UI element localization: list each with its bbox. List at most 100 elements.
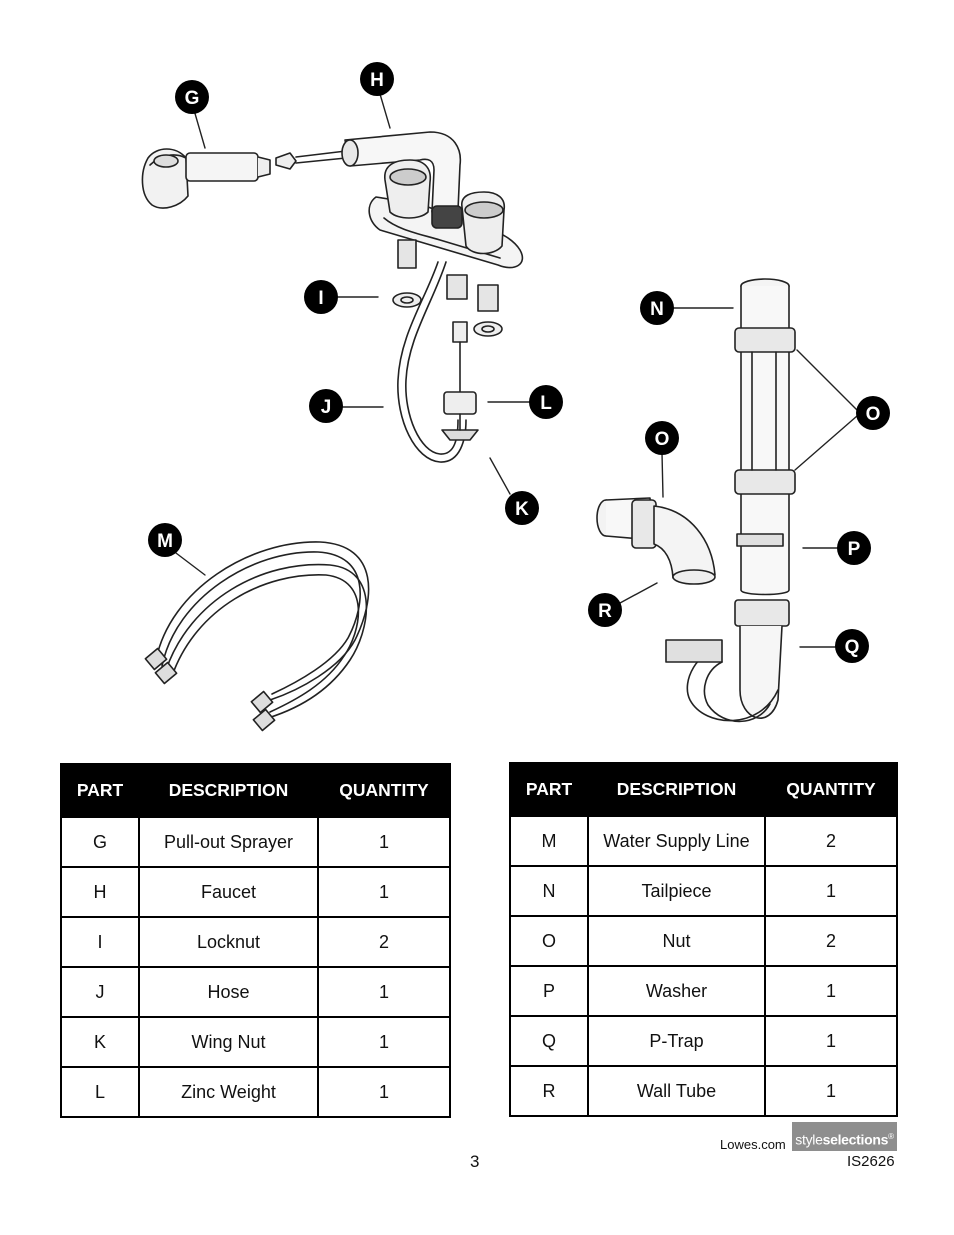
cell-part: N	[509, 865, 589, 917]
brand-logo: styleselections®	[792, 1122, 897, 1151]
callout-l: L	[529, 385, 563, 419]
cell-description: P-Trap	[587, 1015, 766, 1067]
cell-quantity: 1	[317, 816, 451, 868]
tailpiece-drawing	[734, 278, 796, 596]
svg-text:M: M	[157, 531, 173, 552]
cell-quantity: 2	[317, 916, 451, 968]
callout-n: N	[640, 291, 674, 325]
callout-g: G	[175, 80, 209, 114]
parts-diagram: G H I J L K M N O O P Q R	[141, 62, 890, 732]
column-header-quantity: QUANTITY	[317, 763, 451, 818]
column-header-description: DESCRIPTION	[138, 763, 319, 818]
svg-text:H: H	[370, 70, 384, 91]
cell-part: Q	[509, 1015, 589, 1067]
cell-description: Nut	[587, 915, 766, 967]
cell-part: O	[509, 915, 589, 967]
callout-o-left: O	[645, 421, 679, 455]
table-header-row: PART DESCRIPTION QUANTITY	[509, 762, 898, 817]
cell-quantity: 1	[317, 866, 451, 918]
cell-description: Faucet	[138, 866, 319, 918]
svg-text:L: L	[540, 393, 552, 414]
callout-q: Q	[835, 629, 869, 663]
column-header-part: PART	[509, 762, 589, 817]
cell-description: Tailpiece	[587, 865, 766, 917]
svg-text:G: G	[185, 88, 200, 109]
cell-description: Pull-out Sprayer	[138, 816, 319, 868]
callout-r: R	[588, 593, 622, 627]
cell-part: M	[509, 815, 589, 867]
brand-logo-light: style	[795, 1131, 823, 1148]
faucet-drawing	[341, 131, 524, 312]
callout-m: M	[148, 523, 182, 557]
cell-part: K	[60, 1016, 140, 1068]
pull-out-sprayer-drawing	[141, 148, 347, 209]
svg-text:Q: Q	[845, 637, 860, 658]
cell-description: Water Supply Line	[587, 815, 766, 867]
svg-text:J: J	[321, 397, 332, 418]
svg-text:R: R	[598, 601, 612, 622]
svg-text:N: N	[650, 299, 664, 320]
cell-quantity: 1	[317, 1016, 451, 1068]
cell-quantity: 1	[317, 1066, 451, 1118]
cell-part: L	[60, 1066, 140, 1118]
cell-quantity: 1	[764, 965, 898, 1017]
cell-part: G	[60, 816, 140, 868]
water-supply-lines-drawing	[144, 541, 370, 732]
locknuts-drawing	[392, 292, 503, 337]
cell-part: J	[60, 966, 140, 1018]
leader-lines	[171, 93, 858, 648]
svg-text:K: K	[515, 499, 529, 520]
callout-i: I	[304, 280, 338, 314]
cell-quantity: 1	[764, 865, 898, 917]
cell-description: Locknut	[138, 916, 319, 968]
callout-p: P	[837, 531, 871, 565]
wall-tube-drawing	[596, 497, 716, 585]
callout-k: K	[505, 491, 539, 525]
cell-part: R	[509, 1065, 589, 1117]
callout-markers: G H I J L K M N O O P Q R	[148, 62, 890, 663]
brand-logo-mark: ®	[888, 1132, 894, 1141]
brand-logo-bold: selections	[822, 1131, 889, 1148]
hose-drawing	[397, 261, 467, 463]
cell-part: H	[60, 866, 140, 918]
cell-quantity: 1	[764, 1065, 898, 1117]
cell-description: Hose	[138, 966, 319, 1018]
callout-h: H	[360, 62, 394, 96]
cell-part: P	[509, 965, 589, 1017]
cell-description: Wing Nut	[138, 1016, 319, 1068]
svg-text:I: I	[318, 288, 323, 309]
svg-text:P: P	[848, 539, 861, 560]
column-header-part: PART	[60, 763, 140, 818]
cell-quantity: 2	[764, 815, 898, 867]
zinc-weight-drawing	[441, 321, 479, 441]
page-number: 3	[470, 1152, 480, 1171]
cell-description: Wall Tube	[587, 1065, 766, 1117]
svg-text:O: O	[655, 429, 670, 450]
website-text: Lowes.com	[720, 1137, 786, 1152]
cell-quantity: 1	[764, 1015, 898, 1067]
p-trap-drawing	[665, 599, 790, 723]
column-header-quantity: QUANTITY	[764, 762, 898, 817]
column-header-description: DESCRIPTION	[587, 762, 766, 817]
callout-j: J	[309, 389, 343, 423]
svg-text:O: O	[866, 404, 881, 425]
cell-description: Zinc Weight	[138, 1066, 319, 1118]
cell-quantity: 1	[317, 966, 451, 1018]
cell-description: Washer	[587, 965, 766, 1017]
cell-part: I	[60, 916, 140, 968]
cell-quantity: 2	[764, 915, 898, 967]
document-code: IS2626	[847, 1153, 895, 1170]
table-header-row: PART DESCRIPTION QUANTITY	[60, 763, 451, 818]
callout-o-right: O	[856, 396, 890, 430]
